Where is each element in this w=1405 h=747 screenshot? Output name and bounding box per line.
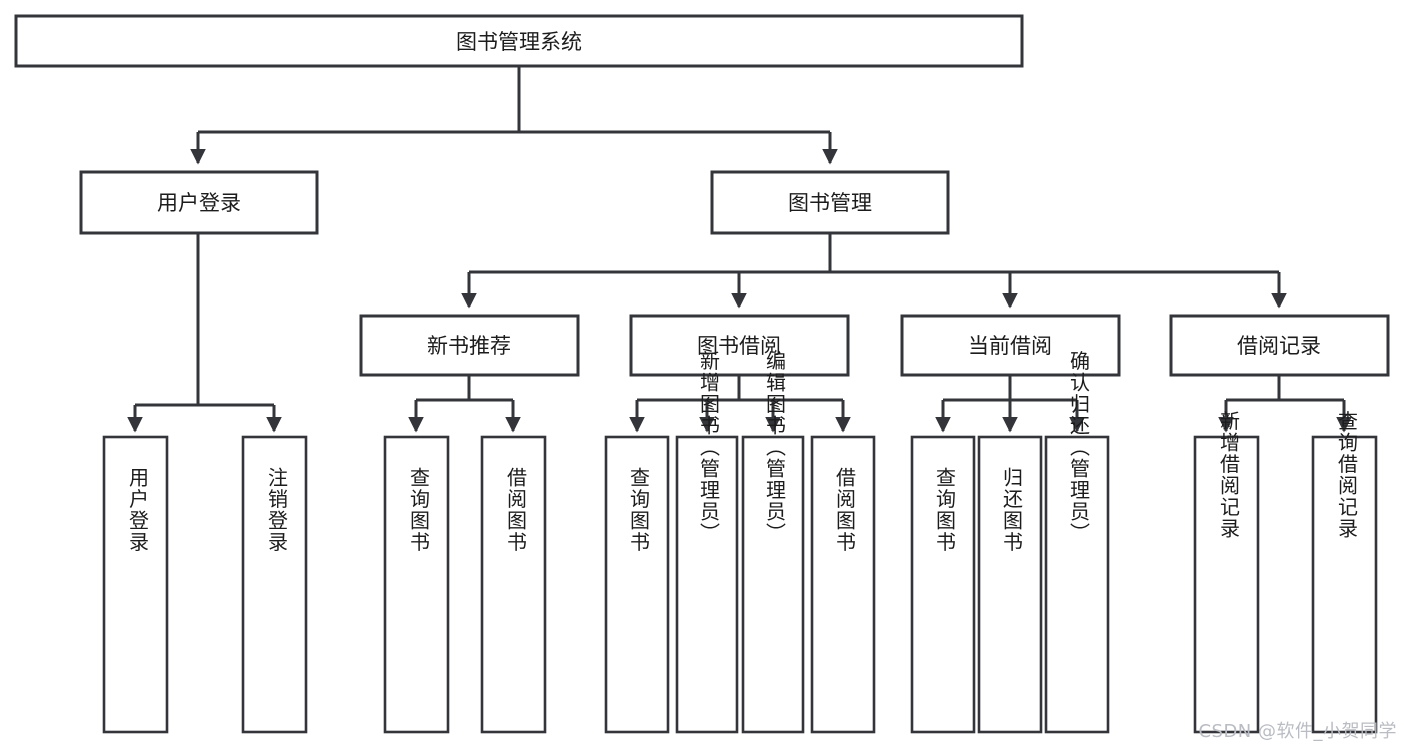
node-new-book-recommend-box[interactable] xyxy=(359,314,580,377)
node-leaf-borrow-book-1-box[interactable] xyxy=(480,435,547,734)
connector-group-new-book-recommend xyxy=(408,376,521,433)
node-leaf-query-book-1-label: 查询图书 xyxy=(407,467,431,553)
node-leaf-logout-login-box[interactable] xyxy=(241,435,308,734)
node-leaf-query-record-label: 查询借阅记录 xyxy=(1335,410,1359,539)
connector-group-current-borrow xyxy=(935,376,1085,433)
node-leaf-add-record[interactable]: 新增借阅记录 xyxy=(1193,410,1260,734)
node-leaf-user-login-label: 用户登录 xyxy=(126,467,150,553)
node-leaf-query-book-3[interactable]: 查询图书 xyxy=(910,435,976,734)
node-book-borrow-box[interactable] xyxy=(629,314,850,377)
node-leaf-return-book-box[interactable] xyxy=(977,435,1043,734)
node-book-borrow[interactable]: 图书借阅 xyxy=(629,314,850,377)
node-leaf-query-book-1-box[interactable] xyxy=(383,435,450,734)
node-leaf-return-book[interactable]: 归还图书 xyxy=(977,435,1043,734)
node-leaf-edit-book-box[interactable] xyxy=(741,435,805,734)
node-leaf-confirm-return[interactable]: 确认归还（管理员） xyxy=(1044,350,1110,734)
node-root[interactable]: 图书管理系统 xyxy=(14,14,1024,68)
node-leaf-borrow-book-1-label: 借阅图书 xyxy=(504,467,528,553)
node-book-borrow-label: 图书借阅 xyxy=(697,334,781,358)
node-root-box[interactable] xyxy=(14,14,1024,68)
node-leaf-user-login[interactable]: 用户登录 xyxy=(102,435,169,734)
node-leaf-edit-book-label: 编辑图书（管理员） xyxy=(763,350,787,544)
node-new-book-recommend-label: 新书推荐 xyxy=(427,334,511,358)
node-leaf-logout-login[interactable]: 注销登录 xyxy=(241,435,308,734)
node-book-manage-box[interactable] xyxy=(710,170,950,235)
node-leaf-user-login-box[interactable] xyxy=(102,435,169,734)
node-borrow-record-label: 借阅记录 xyxy=(1237,334,1321,358)
node-new-book-recommend[interactable]: 新书推荐 xyxy=(359,314,580,377)
node-leaf-add-book-label: 新增图书（管理员） xyxy=(697,350,721,544)
node-leaf-add-record-box[interactable] xyxy=(1193,435,1260,734)
node-leaf-confirm-return-box[interactable] xyxy=(1044,435,1110,734)
node-book-manage-label: 图书管理 xyxy=(788,191,872,215)
connector-group-user-login xyxy=(127,233,282,433)
connector-group-book-borrow xyxy=(629,376,851,433)
node-leaf-query-book-1[interactable]: 查询图书 xyxy=(383,435,450,734)
node-leaf-borrow-book-1[interactable]: 借阅图书 xyxy=(480,435,547,734)
node-leaf-logout-login-label: 注销登录 xyxy=(265,467,289,553)
node-leaf-query-book-3-box[interactable] xyxy=(910,435,976,734)
node-user-login[interactable]: 用户登录 xyxy=(79,170,319,235)
node-leaf-borrow-book-2-box[interactable] xyxy=(810,435,876,734)
node-user-login-label: 用户登录 xyxy=(157,191,241,215)
node-leaf-query-book-2-label: 查询图书 xyxy=(627,467,651,553)
node-current-borrow[interactable]: 当前借阅 xyxy=(900,314,1121,377)
connector-group-borrow-record xyxy=(1218,376,1352,433)
node-leaf-edit-book[interactable]: 编辑图书（管理员） xyxy=(741,350,805,734)
connector-group-book-manage xyxy=(461,233,1287,309)
node-current-borrow-label: 当前借阅 xyxy=(968,334,1052,358)
node-current-borrow-box[interactable] xyxy=(900,314,1121,377)
node-root-label: 图书管理系统 xyxy=(456,30,582,54)
node-leaf-borrow-book-2[interactable]: 借阅图书 xyxy=(810,435,876,734)
node-leaf-query-book-2-box[interactable] xyxy=(604,435,670,734)
node-leaf-confirm-return-label: 确认归还（管理员） xyxy=(1067,350,1091,544)
node-leaf-add-book[interactable]: 新增图书（管理员） xyxy=(675,350,739,734)
node-leaf-return-book-label: 归还图书 xyxy=(1000,467,1024,553)
node-leaf-add-record-label: 新增借阅记录 xyxy=(1217,410,1241,539)
node-borrow-record-box[interactable] xyxy=(1169,314,1390,377)
node-leaf-query-book-2[interactable]: 查询图书 xyxy=(604,435,670,734)
node-leaf-add-book-box[interactable] xyxy=(675,435,739,734)
node-borrow-record[interactable]: 借阅记录 xyxy=(1169,314,1390,377)
node-user-login-box[interactable] xyxy=(79,170,319,235)
connector-group-root xyxy=(190,66,838,165)
node-leaf-query-book-3-label: 查询图书 xyxy=(933,467,957,553)
node-book-manage[interactable]: 图书管理 xyxy=(710,170,950,235)
node-leaf-query-record-box[interactable] xyxy=(1311,435,1378,734)
node-leaf-query-record[interactable]: 查询借阅记录 xyxy=(1311,410,1378,734)
node-leaf-borrow-book-2-label: 借阅图书 xyxy=(833,467,857,553)
